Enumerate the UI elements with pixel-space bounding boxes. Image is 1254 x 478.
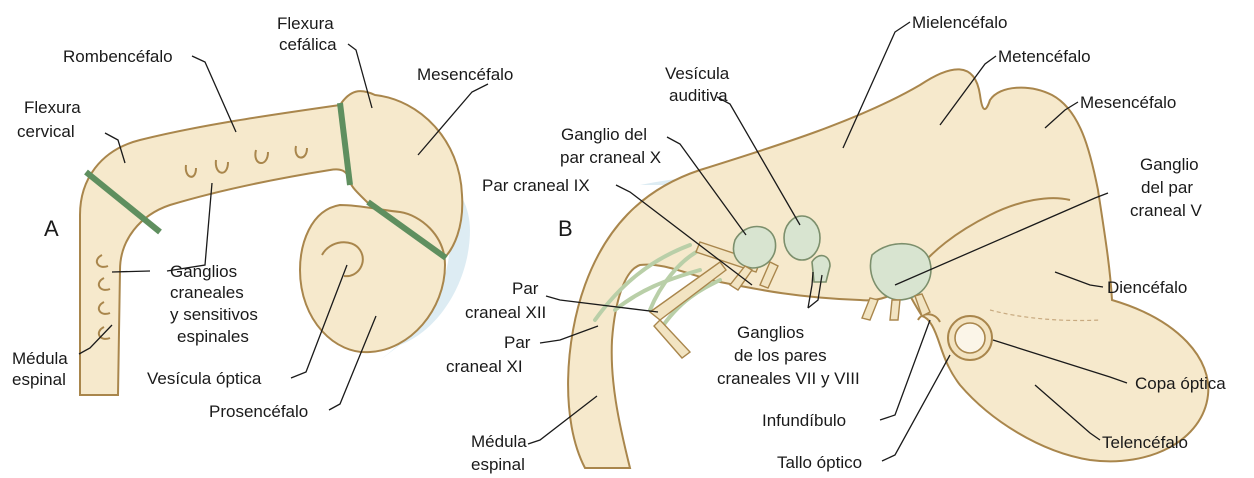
label-par-xii-1: Par (512, 279, 539, 298)
label-telencefalo: Telencéfalo (1102, 433, 1188, 452)
panel-b: B Mielencéfalo Metencéfalo Vesícula audi… (446, 13, 1226, 474)
label-mielencefalo: Mielencéfalo (912, 13, 1007, 32)
label-infundibulo: Infundíbulo (762, 411, 846, 430)
label-copa-optica: Copa óptica (1135, 374, 1226, 393)
label-flexura-cefalica-a-2: cefálica (279, 35, 337, 54)
label-mesencefalo-a: Mesencéfalo (417, 65, 513, 84)
label-flexura-cervical-2: cervical (17, 122, 75, 141)
ganglion-v-shape (870, 244, 931, 300)
label-ganglios-vii-viii-1: Ganglios (737, 323, 804, 342)
label-vesicula-auditiva-2: auditiva (669, 86, 728, 105)
label-ganglio-v-3: craneal V (1130, 201, 1202, 220)
label-ganglio-x-1: Ganglio del (561, 125, 647, 144)
optic-cup-inner (955, 323, 985, 353)
panel-a: A Rombencéfalo Flexura cefálica Flexura … (12, 14, 513, 421)
label-ganglios-vii-viii-3: craneales VII y VIII (717, 369, 860, 388)
label-ganglios-a-4: espinales (177, 327, 249, 346)
label-mesencefalo-b: Mesencéfalo (1080, 93, 1176, 112)
label-vesicula-auditiva-1: Vesícula (665, 64, 730, 83)
panel-a-letter: A (44, 216, 59, 241)
label-ganglios-a-2: craneales (170, 283, 244, 302)
label-ganglios-a-3: y sensitivos (170, 305, 258, 324)
panel-b-letter: B (558, 216, 573, 241)
label-flexura-cefalica-a-1: Flexura (277, 14, 334, 33)
label-diencefalo: Diencéfalo (1107, 278, 1187, 297)
label-rombencefalo-a: Rombencéfalo (63, 47, 173, 66)
label-medula-a-2: espinal (12, 370, 66, 389)
label-par-xi-2: craneal XI (446, 357, 523, 376)
label-metencefalo: Metencéfalo (998, 47, 1091, 66)
label-par-xii-2: craneal XII (465, 303, 546, 322)
label-ganglio-x-2: par craneal X (560, 148, 661, 167)
label-ganglio-v-2: del par (1141, 178, 1193, 197)
ganglion-x-shape (734, 227, 776, 269)
label-ganglio-v-1: Ganglio (1140, 155, 1199, 174)
label-ganglios-vii-viii-2: de los pares (734, 346, 827, 365)
label-prosencefalo: Prosencéfalo (209, 402, 308, 421)
label-medula-b-1: Médula (471, 432, 527, 451)
otic-vesicle-shape (784, 216, 820, 260)
label-flexura-cervical-1: Flexura (24, 98, 81, 117)
label-medula-b-2: espinal (471, 455, 525, 474)
label-tallo-optico: Tallo óptico (777, 453, 862, 472)
label-par-xi-1: Par (504, 333, 531, 352)
label-ganglios-a-1: Ganglios (170, 262, 237, 281)
label-medula-a-1: Médula (12, 349, 68, 368)
label-par-ix: Par craneal IX (482, 176, 590, 195)
label-vesicula-optica: Vesícula óptica (147, 369, 262, 388)
